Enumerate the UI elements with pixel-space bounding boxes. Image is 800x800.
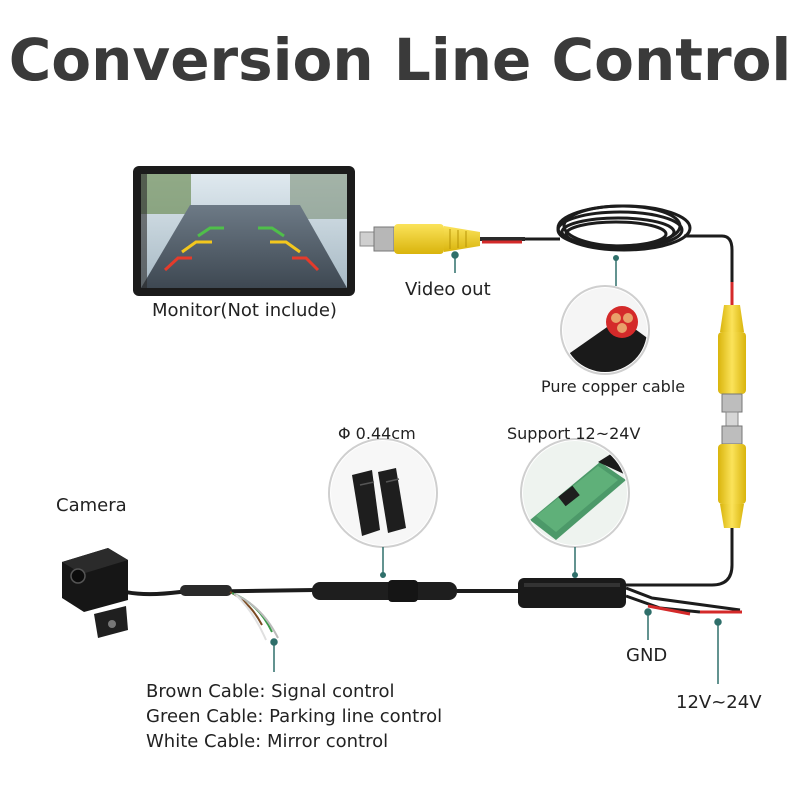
control-wires xyxy=(229,591,279,641)
label-pointers xyxy=(270,251,722,684)
cable-legend-green: Green Cable: Parking line control xyxy=(146,706,443,727)
main-cable xyxy=(117,580,520,602)
video-out-connector xyxy=(359,224,525,254)
pure-copper-label: Pure copper cable xyxy=(541,377,686,396)
support-voltage-callout xyxy=(520,438,630,578)
gnd-label: GND xyxy=(626,645,668,666)
diagram-title: Conversion Line Control xyxy=(8,26,792,94)
diameter-label: Φ 0.44cm xyxy=(338,424,416,443)
support-voltage-label: Support 12~24V xyxy=(507,424,641,443)
rca-coupler xyxy=(718,305,746,528)
diameter-callout xyxy=(328,438,438,578)
voltage-label: 12V~24V xyxy=(676,692,762,713)
coiled-cable xyxy=(556,204,692,252)
cable-legend-white: White Cable: Mirror control xyxy=(146,731,389,752)
cable-legend-brown: Brown Cable: Signal control xyxy=(146,681,395,702)
monitor xyxy=(133,166,355,296)
copper-cable-callout xyxy=(560,255,650,375)
power-module xyxy=(518,578,742,616)
video-out-label: Video out xyxy=(405,279,491,300)
monitor-label: Monitor(Not include) xyxy=(152,300,337,321)
camera-label: Camera xyxy=(56,495,127,516)
camera xyxy=(62,548,128,638)
